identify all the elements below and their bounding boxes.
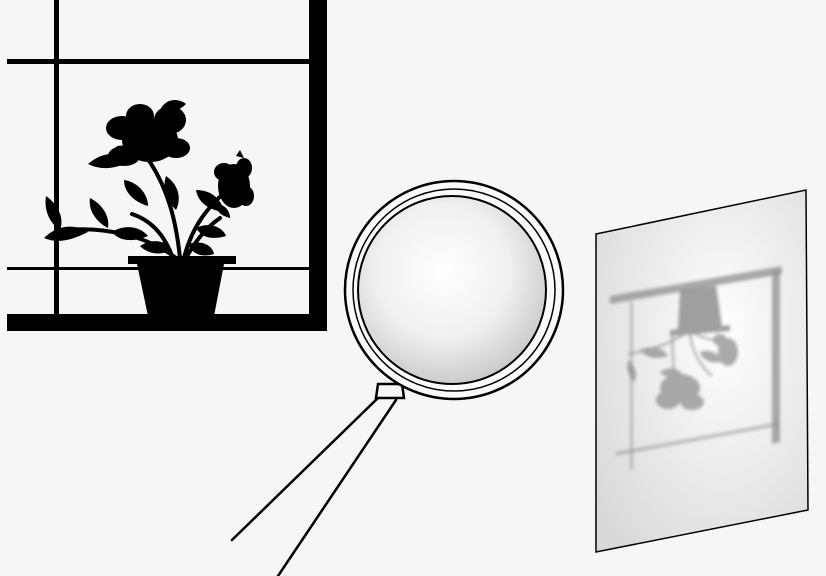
window-mullion-horizontal: [7, 59, 311, 64]
magnifier-handle: [232, 384, 404, 576]
flower-pot-icon: [128, 256, 236, 316]
magnifying-glass: [232, 181, 563, 576]
flower-small-icon: [214, 150, 254, 218]
lens-glass: [358, 196, 546, 384]
projected-mullion-vertical: [630, 302, 633, 470]
projected-window-side: [772, 270, 780, 444]
projection-screen: [596, 190, 808, 552]
window-right-post: [309, 0, 327, 331]
window-sill: [7, 314, 327, 331]
potted-plant: [44, 100, 254, 316]
flower-large-icon: [88, 100, 190, 168]
